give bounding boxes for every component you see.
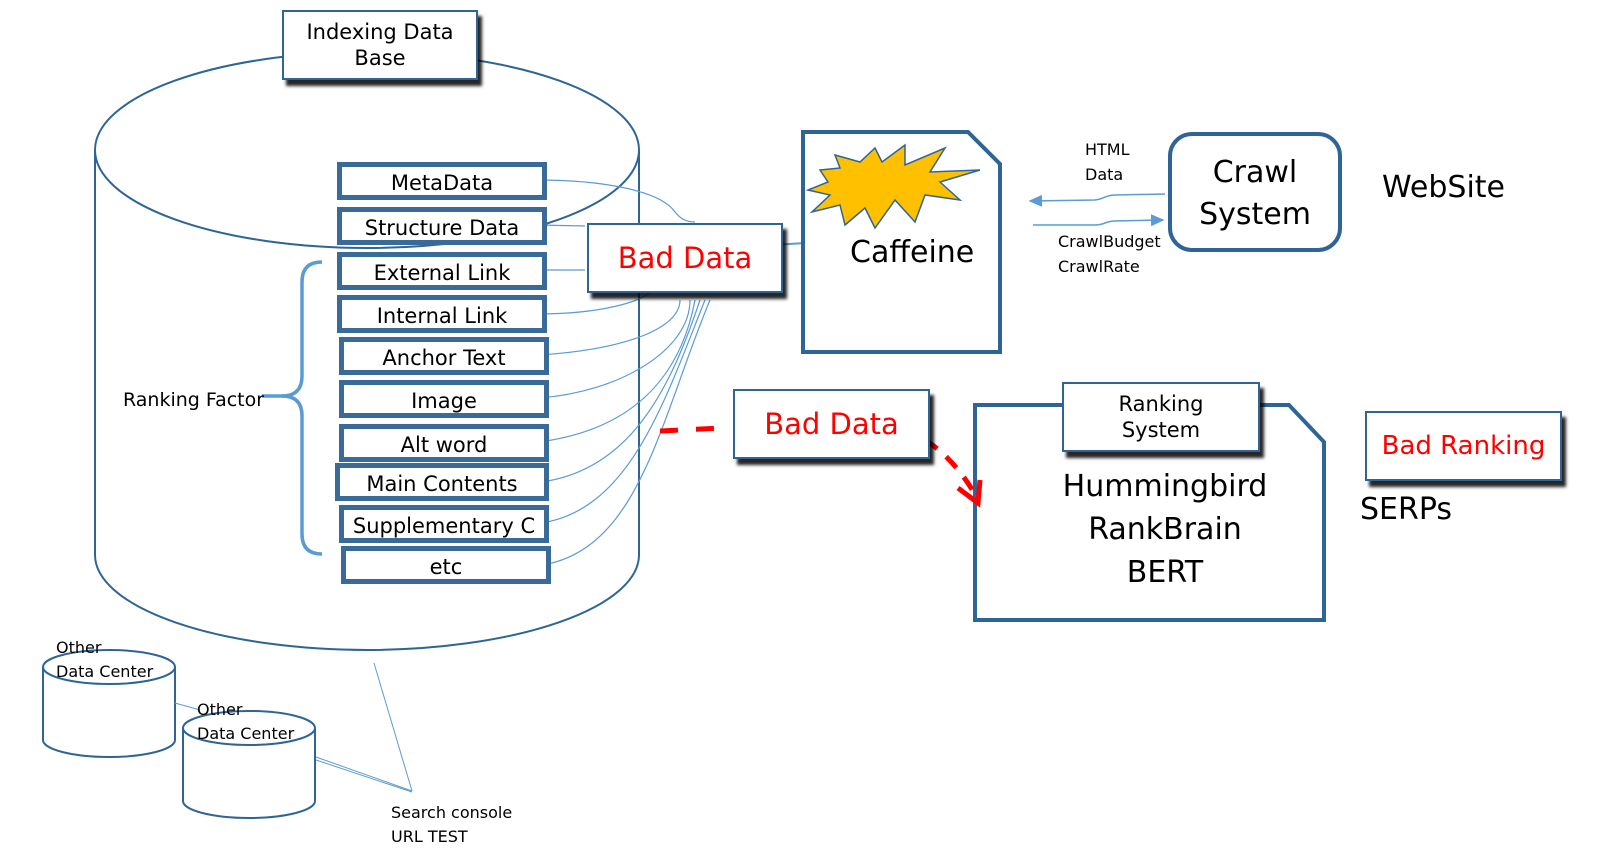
ranking-system-title-box: Ranking System <box>1062 382 1260 452</box>
factor-image: Image <box>339 380 549 418</box>
crawl-system-label: Crawl System <box>1199 155 1311 232</box>
factor-supplementary-content: Supplementary C <box>339 505 549 543</box>
factor-etc: etc <box>341 546 551 584</box>
crawl-budget-arrow <box>1033 214 1165 227</box>
ranking-algorithm-bert: BERT <box>1126 555 1204 590</box>
data-center-cylinder-2 <box>182 710 316 819</box>
ranking-factor-label: Ranking Factor <box>123 389 265 411</box>
factor-main-contents: Main Contents <box>335 463 549 501</box>
factor-alt-word: Alt word <box>339 424 549 462</box>
data-center-1-label: Other Data Center <box>56 638 154 681</box>
data-center-cylinder-1 <box>42 649 176 758</box>
factor-connectors <box>536 179 711 566</box>
ranking-algorithm-rankbrain: RankBrain <box>1088 512 1242 547</box>
data-center-2-label: Other Data Center <box>197 700 295 743</box>
factor-metadata: MetaData <box>337 162 547 200</box>
factor-internal-link: Internal Link <box>337 295 547 333</box>
explosion-burst-icon <box>805 143 981 230</box>
indexing-database-title-box: Indexing Data Base <box>282 10 478 80</box>
bad-data-middle-box: Bad Data <box>733 389 930 459</box>
factor-external-link: External Link <box>337 252 547 290</box>
factor-anchor-text: Anchor Text <box>339 337 549 375</box>
bad-data-flow-arrow <box>659 425 983 508</box>
crawl-budget-label: CrawlBudget CrawlRate <box>1058 232 1161 276</box>
crawl-system-shape <box>1168 132 1342 252</box>
bad-data-top-box: Bad Data <box>587 223 783 293</box>
website-label: WebSite <box>1382 170 1506 205</box>
serps-label: SERPs <box>1360 492 1453 527</box>
ranking-factor-brace <box>281 260 323 556</box>
search-console-connectors <box>174 662 413 793</box>
caffeine-label: Caffeine <box>850 235 975 270</box>
bad-ranking-box: Bad Ranking <box>1365 411 1562 481</box>
html-data-arrow <box>1028 193 1166 207</box>
search-console-label: Search console URL TEST <box>391 803 513 846</box>
ranking-algorithm-hummingbird: Hummingbird <box>1062 469 1268 504</box>
factor-structure-data: Structure Data <box>337 207 547 245</box>
html-data-label: HTML Data <box>1085 140 1130 184</box>
